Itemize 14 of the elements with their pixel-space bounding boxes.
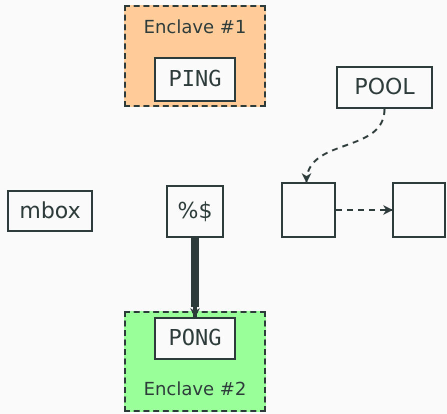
label-box: %$ (166, 185, 224, 238)
code-box: PING (154, 57, 236, 102)
enclave-label: Enclave #2 (144, 379, 246, 400)
code-box: PONG (154, 317, 236, 360)
enclave-region (124, 311, 266, 412)
enclave-region (124, 5, 266, 107)
label-box: mbox (7, 190, 93, 232)
arrow (302, 108, 386, 183)
empty-box (281, 182, 336, 238)
label-box: POOL (336, 66, 433, 109)
empty-box (392, 182, 446, 238)
arrow (336, 205, 393, 215)
enclave-label: Enclave #1 (144, 17, 246, 38)
arrow (190, 236, 200, 319)
